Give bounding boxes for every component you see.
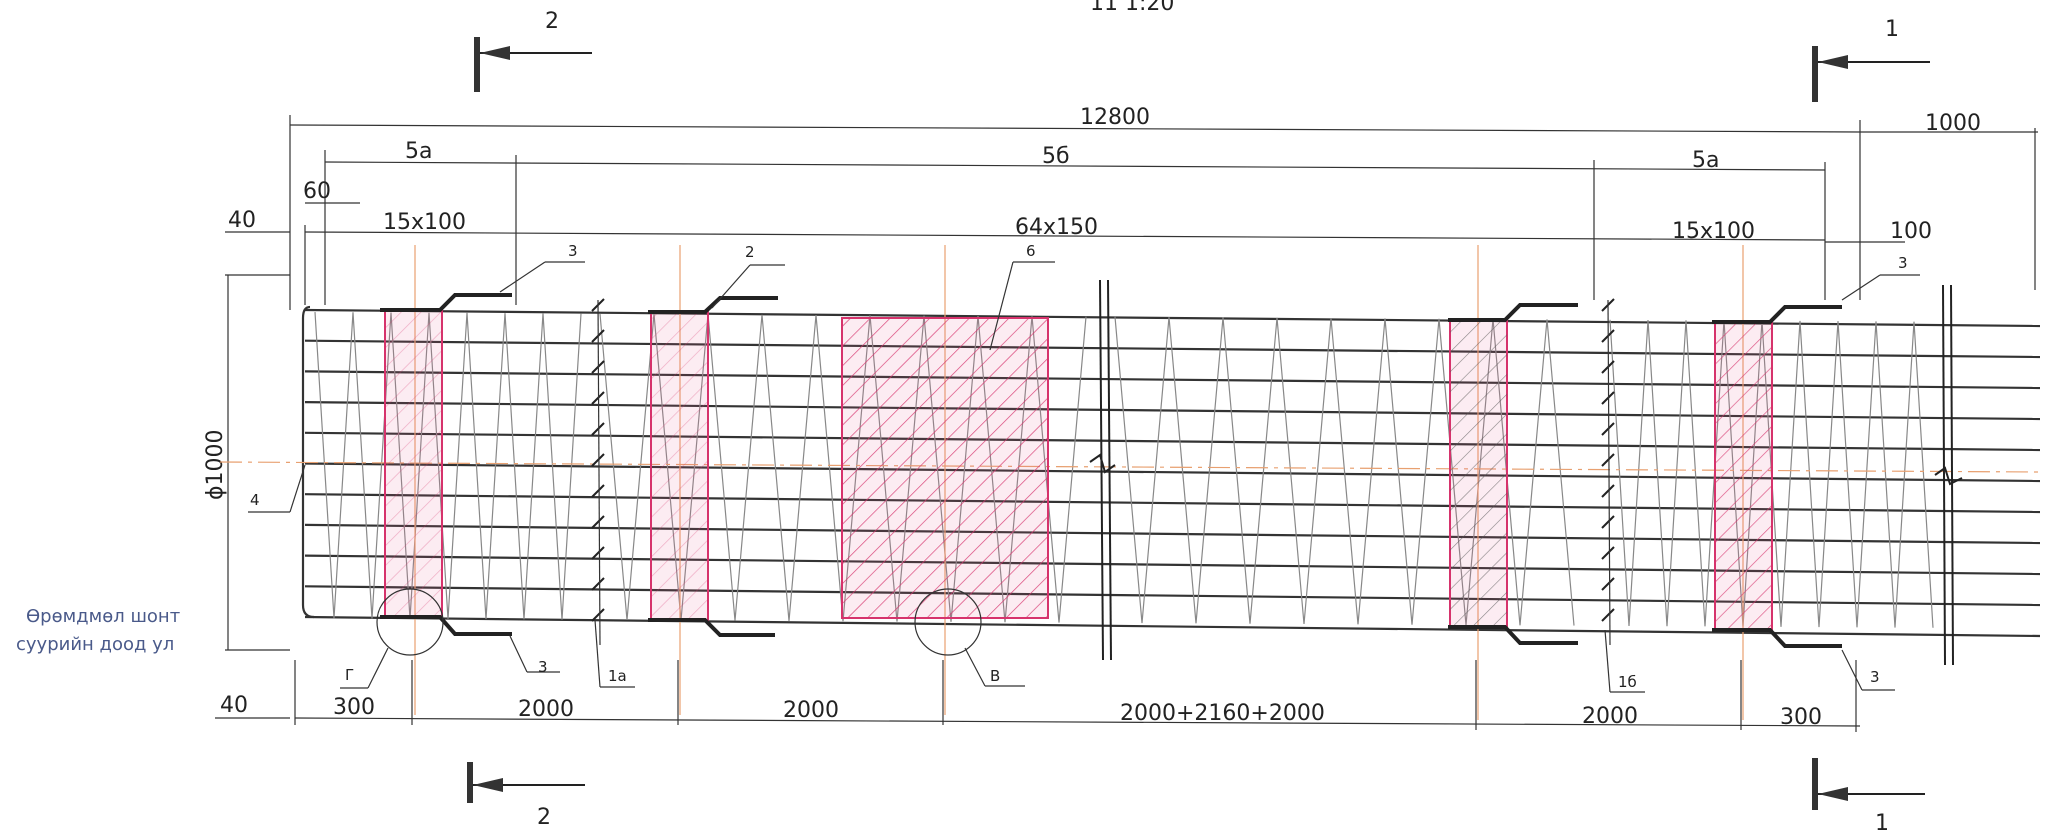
dim-zone-left: 5а	[405, 139, 432, 164]
dim-bottom-300-left: 300	[333, 695, 375, 720]
lap-mark	[1601, 453, 1615, 467]
break-lines	[1089, 279, 1963, 666]
longitudinal-bar	[304, 462, 2041, 483]
dim-zone-right: 5а	[1692, 148, 1719, 173]
callout-1a: 1а	[594, 619, 635, 688]
callout-2: 2	[711, 243, 785, 309]
lap-mark	[591, 422, 605, 436]
cage-left-end	[301, 305, 315, 619]
svg-text:3: 3	[1870, 668, 1880, 686]
lap-mark	[591, 484, 605, 498]
stiffener-ring-4	[1449, 319, 1508, 629]
note-line-2: суурийн доод ул	[16, 634, 174, 655]
longitudinal-bar	[304, 431, 2041, 452]
dim-offset-40-bottom: 40	[220, 693, 248, 718]
callout-g: Г	[340, 647, 389, 689]
bottom-plate-6	[841, 317, 1049, 619]
longitudinal-bar	[304, 370, 2041, 390]
lap-mark	[1601, 422, 1615, 436]
lap-mark	[1601, 577, 1615, 591]
lap-mark	[591, 577, 605, 591]
foundation-note: Өрөмдмөл шонт суурийн доод ул	[16, 606, 180, 655]
lap-mark	[1601, 515, 1615, 529]
lap-splices	[591, 298, 1615, 646]
callout-3-bottom-right: 3	[1841, 649, 1895, 691]
stiffener-ring-1	[384, 309, 443, 619]
longitudinal-bar	[304, 523, 2041, 545]
spiral-segment	[314, 312, 582, 620]
bottom-dimensions: 40 300 2000 2000 2000+2160+2000 2000 300	[215, 660, 1861, 732]
section-mark-label: 1	[1885, 17, 1899, 42]
section-mark-label: 2	[537, 805, 551, 830]
svg-text:6: 6	[1026, 242, 1036, 260]
svg-text:4: 4	[250, 491, 260, 509]
dim-spacing-left: 15x100	[383, 210, 466, 235]
dim-bottom-combined: 2000+2160+2000	[1120, 701, 1325, 726]
lap-line	[1607, 299, 1611, 646]
dim-bottom-2000-b: 2000	[783, 698, 839, 723]
dim-end-extension: 1000	[1925, 111, 1981, 136]
lap-mark	[591, 453, 605, 467]
detail-circle-g	[376, 588, 444, 656]
svg-text:1а: 1а	[608, 667, 627, 685]
top-dimensions: 12800 1000 5а 5б 5а 60 40 15x100 64x150 …	[225, 105, 2038, 310]
longitudinal-bar	[304, 493, 2041, 514]
dim-total-length: 12800	[1080, 105, 1150, 130]
dim-spacing-middle: 64x150	[1015, 215, 1098, 240]
dim-zone-middle: 5б	[1042, 144, 1070, 169]
longitudinal-bar	[304, 615, 2041, 638]
section-mark-2-top: 2	[474, 9, 592, 92]
section-mark-2-bottom: 2	[467, 762, 585, 830]
svg-text:1б: 1б	[1618, 673, 1637, 691]
lap-mark	[591, 608, 605, 622]
lap-mark	[1601, 608, 1615, 622]
dim-bottom-2000-c: 2000	[1582, 704, 1638, 729]
lap-line	[597, 299, 601, 646]
svg-text:3: 3	[1898, 254, 1908, 272]
svg-text:3: 3	[568, 242, 578, 260]
section-mark-1-bottom: 1	[1812, 758, 1925, 836]
svg-text:3: 3	[538, 658, 548, 676]
section-mark-1-top: 1	[1812, 17, 1930, 102]
lap-mark	[591, 515, 605, 529]
hook-bars	[380, 293, 1842, 648]
callout-v: В	[964, 647, 1025, 687]
callout-4: 4	[248, 464, 306, 513]
lap-mark	[1601, 484, 1615, 498]
dim-spacing-right: 15x100	[1672, 219, 1755, 244]
detail-circle-v	[914, 588, 982, 656]
dim-bottom-2000-a: 2000	[518, 697, 574, 722]
scale-label: 11 1:20	[1090, 0, 1174, 16]
svg-text:2: 2	[745, 243, 755, 261]
callout-1b: 1б	[1604, 629, 1645, 693]
svg-text:Г: Г	[345, 666, 354, 684]
callout-3-bottom-left: 3	[509, 635, 560, 676]
diameter-dimension: ϕ1000	[203, 274, 290, 651]
dim-offset-40-top: 40	[228, 208, 256, 233]
callout-6: 6	[989, 242, 1055, 351]
stiffener-ring-5	[1714, 321, 1773, 631]
note-line-1: Өрөмдмөл шонт	[26, 606, 180, 627]
dim-bottom-300-right: 300	[1780, 705, 1822, 730]
longitudinal-bar	[304, 401, 2041, 421]
spiral-stirrup	[314, 312, 1934, 628]
callout-3-top-left: 3	[499, 242, 585, 293]
svg-text:В: В	[990, 667, 1000, 685]
callout-3-top-right: 3	[1841, 254, 1920, 301]
dim-offset-60: 60	[303, 179, 331, 204]
section-mark-label: 1	[1875, 811, 1889, 836]
lap-mark	[1601, 546, 1615, 560]
dim-diameter: ϕ1000	[203, 429, 228, 500]
section-mark-label: 2	[545, 9, 559, 34]
lap-mark	[591, 546, 605, 560]
stiffener-ring-2	[650, 311, 709, 621]
dim-end-100: 100	[1890, 219, 1932, 244]
